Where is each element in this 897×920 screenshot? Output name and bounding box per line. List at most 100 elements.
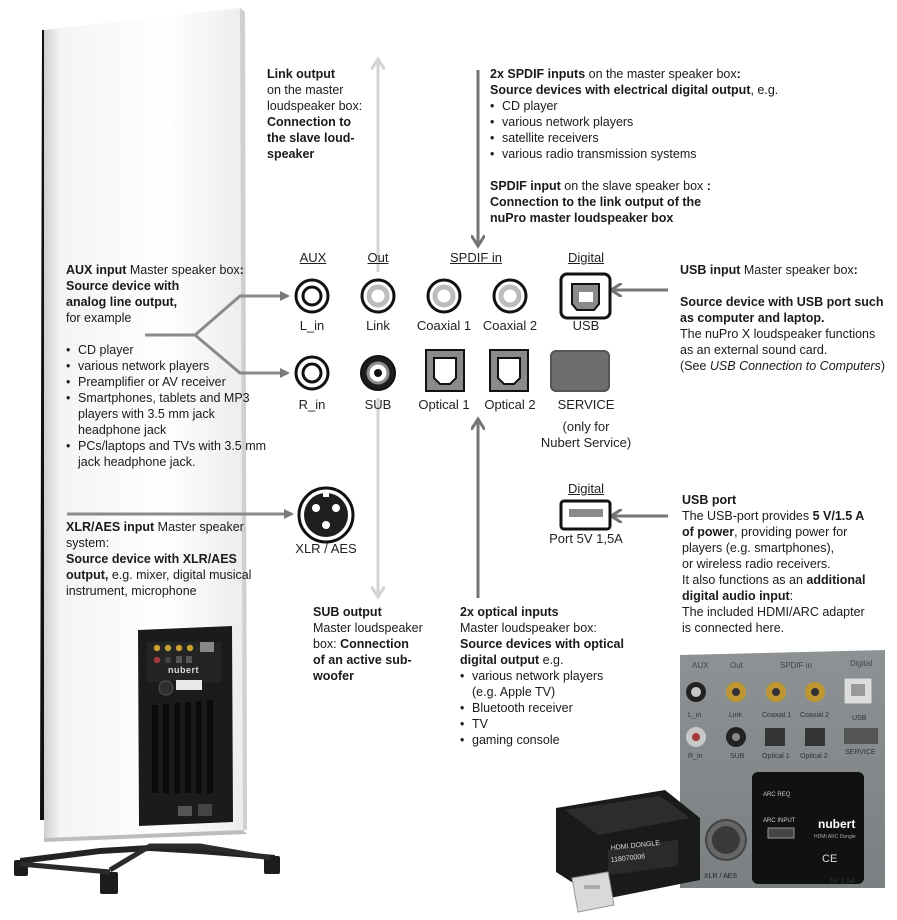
optical-2-icon	[489, 349, 529, 392]
aux-title-colon: :	[239, 263, 244, 277]
xlr-input-annotation: XLR/AES input Master speaker system: Sou…	[66, 519, 266, 599]
optical-line3: Source devices with optical	[460, 637, 624, 651]
link-output-title: Link output	[267, 67, 336, 81]
usb-port-annotation: USB port The USB-port provides 5 V/1.5 A…	[682, 492, 892, 636]
usb-port-line5: or wireless radio receivers.	[682, 557, 831, 571]
list-item: CD player	[66, 342, 278, 358]
usb-port-line9: is connected here.	[682, 621, 785, 635]
label-r-in: R_in	[298, 397, 326, 412]
usb-b-icon	[559, 272, 612, 320]
usb-port-line4: players (e.g. smartphones),	[682, 541, 835, 555]
photo-serial-label: 118070006	[610, 853, 645, 864]
header-aux: AUX	[299, 250, 327, 265]
list-item: various network players	[490, 114, 810, 130]
usb-port-line7-bold: digital audio input	[682, 589, 790, 603]
photo-aux-label: AUX	[692, 661, 709, 670]
xlr-line5: instrument, microphone	[66, 584, 197, 598]
spdif-slave-line2: Connection to the link output of the	[490, 195, 702, 209]
usb-port-line6-bold: additional	[806, 573, 866, 587]
header-digital: Digital	[567, 250, 605, 265]
photo-nubert-logo: nubert	[818, 817, 855, 831]
photo-link-label: Link	[729, 712, 742, 719]
xlr-title-rest: Master speaker	[154, 520, 244, 534]
optical-title: 2x optical inputs	[460, 605, 559, 619]
xlr-title: XLR/AES input	[66, 520, 155, 534]
photo-coax2-label: Coaxial 2	[800, 712, 829, 719]
link-output-line3: loudspeaker box:	[267, 99, 363, 113]
list-item: various radio transmission systems	[490, 146, 810, 162]
usb-input-title: USB input	[680, 263, 741, 277]
usb-port-line3-bold: of power	[682, 525, 735, 539]
photo-dongle-sub: HDMI ARC Dongle	[814, 834, 856, 840]
photo-opt1-label: Optical 1	[762, 753, 790, 760]
link-output-annotation: Link output on the master loudspeaker bo…	[267, 66, 375, 162]
usb-port-line2-pre: The USB-port provides	[682, 509, 813, 523]
list-item: Preamplifier or AV receiver	[66, 374, 278, 390]
sub-output-title: SUB output	[313, 605, 382, 619]
coaxial-1-icon	[426, 278, 462, 314]
photo-power-label: 5V 1,5A	[830, 878, 855, 885]
sub-output-annotation: SUB output Master loudspeaker box: Conne…	[313, 604, 443, 684]
label-coaxial-1: Coaxial 1	[416, 318, 472, 333]
usb-input-annotation: USB input Master speaker box:	[680, 262, 892, 278]
label-sub: SUB	[364, 397, 392, 412]
optical-line4-bold: digital output	[460, 653, 540, 667]
usb-input-line5: as an external sound card.	[680, 343, 828, 357]
photo-out-label: Out	[730, 661, 744, 670]
usb-input-line6-pre: (See	[680, 359, 710, 373]
usb-a-port-icon	[559, 499, 612, 531]
aux-title: AUX input	[66, 263, 127, 277]
xlr-line4-rest: e.g. mixer, digital musical	[108, 568, 252, 582]
rear-panel-photo: AUX Out SPDIF in Digital L_in Link Coaxi…	[556, 650, 885, 913]
link-output-line5: the slave loud-	[267, 131, 355, 145]
photo-sub-label: SUB	[730, 753, 745, 760]
label-coaxial-2: Coaxial 2	[482, 318, 538, 333]
rca-link-icon	[360, 278, 396, 314]
spdif-title: 2x SPDIF inputs	[490, 67, 586, 81]
label-xlr-aes: XLR / AES	[295, 541, 357, 556]
photo-arcreq-label: ARC REQ	[763, 792, 791, 798]
label-usb: USB	[572, 318, 600, 333]
spdif-slave-rest: on the slave speaker box	[560, 179, 707, 193]
usb-port-line2-bold: 5 V/1.5 A	[812, 509, 865, 523]
aux-input-annotation: AUX input Master speaker box: Source dev…	[66, 262, 266, 326]
sub-output-line5: woofer	[313, 669, 354, 683]
photo-xlr-label: XLR / AES	[704, 873, 737, 880]
optical-inputs-annotation: 2x optical inputs Master loudspeaker box…	[460, 604, 660, 748]
label-l-in: L_in	[299, 318, 325, 333]
xlr-line2: system:	[66, 536, 110, 550]
aux-device-list: CD player various network players Preamp…	[66, 342, 278, 470]
usb-input-line6-link: USB Connection to Computers	[709, 359, 881, 373]
photo-ce-mark: CE	[822, 853, 837, 865]
list-item: various network players (e.g. Apple TV)	[460, 668, 630, 700]
sub-rca-icon	[360, 355, 396, 391]
list-item: Bluetooth receiver	[460, 700, 630, 716]
link-output-line2: on the master	[267, 83, 344, 97]
usb-port-line3-rest: , providing power for	[734, 525, 848, 539]
list-item: PCs/laptops and TVs with 3.5 mm jack hea…	[66, 438, 278, 470]
aux-line2: Source device with	[66, 279, 180, 293]
speaker-nubert-logo: nubert	[168, 665, 199, 675]
sub-output-line2: Master loudspeaker	[313, 621, 423, 635]
optical-device-list: various network players (e.g. Apple TV) …	[460, 668, 630, 748]
label-optical-1: Optical 1	[418, 397, 470, 412]
aux-line3: analog line output,	[66, 295, 178, 309]
label-service-note: (only for Nubert Service)	[532, 419, 640, 451]
photo-spdif-label: SPDIF in	[780, 661, 812, 670]
link-output-line4: Connection to	[267, 115, 352, 129]
link-output-line6: speaker	[267, 147, 315, 161]
usb-input-line6-post: )	[880, 359, 885, 373]
spdif-line2-bold: Source devices with electrical digital o…	[490, 83, 751, 97]
list-item: CD player	[490, 98, 810, 114]
xlr-aes-icon	[297, 486, 355, 544]
list-item: various network players	[66, 358, 278, 374]
header-out: Out	[367, 250, 389, 265]
usb-input-colon: :	[853, 263, 858, 277]
spdif-device-list: CD player various network players satell…	[490, 98, 810, 162]
header-digital-2: Digital	[567, 481, 605, 496]
list-item: satellite receivers	[490, 130, 810, 146]
service-note-line1: (only for	[562, 419, 610, 434]
speaker-amp-panel	[138, 626, 233, 826]
spdif-slave-annotation: SPDIF input on the slave speaker box : C…	[490, 178, 810, 226]
